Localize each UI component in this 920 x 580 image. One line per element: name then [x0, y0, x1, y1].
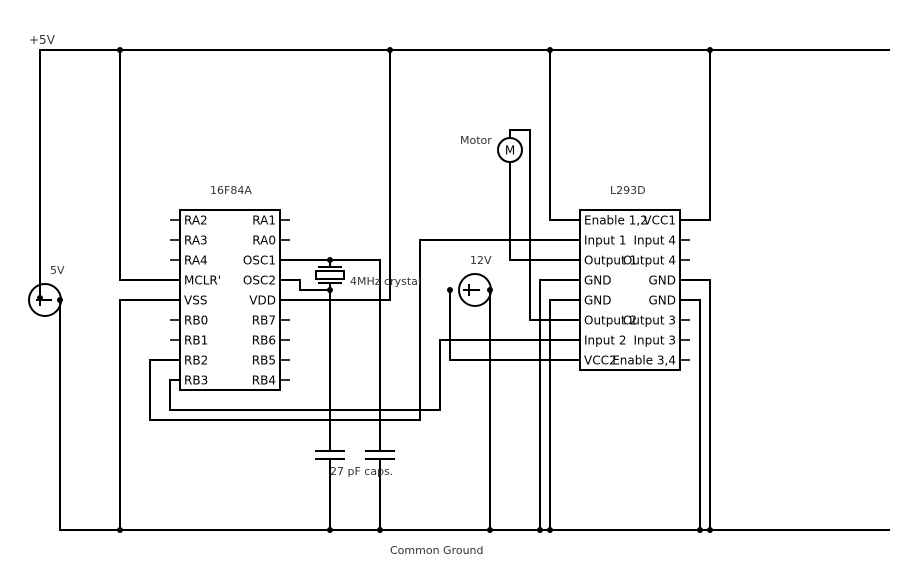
- motor-output2-wire: [509, 129, 580, 321]
- gnd-left-1-wire: [539, 279, 580, 530]
- driver-pin-label: GND: [648, 274, 676, 288]
- driver-pin-label: Output 2: [584, 314, 637, 328]
- power-rail-wire: [39, 49, 890, 298]
- vcc2-12v-wire: [449, 290, 580, 361]
- junction-dot: [547, 527, 553, 533]
- caps-label: 27 pF caps.: [330, 465, 393, 478]
- pic-pin-label: RB5: [252, 354, 276, 368]
- gnd-left-2-wire: [549, 299, 580, 530]
- vcc1-wire: [680, 50, 711, 221]
- rb2-input1-wire: [149, 239, 580, 421]
- pic-pin-label: RB0: [184, 314, 208, 328]
- driver-pin-label: VCC1: [643, 214, 676, 228]
- driver-pin-label: VCC2: [584, 354, 617, 368]
- pic-pin-label: VSS: [184, 294, 207, 308]
- junction-dot: [327, 257, 333, 263]
- l293d-chip-name: L293D: [610, 184, 646, 197]
- junction-dot: [707, 527, 713, 533]
- pic-pin-label: RA0: [252, 234, 276, 248]
- vss-wire: [119, 299, 180, 530]
- capacitors-27pf: [312, 450, 398, 460]
- pic-pin-label: RB4: [252, 374, 276, 388]
- pic-pin-label: OSC1: [243, 254, 276, 268]
- driver-pin-label: Output 1: [584, 254, 637, 268]
- junction-dot: [327, 287, 333, 293]
- junction-dot: [697, 527, 703, 533]
- vdd-wire: [280, 50, 391, 301]
- voltage-source-5v: [28, 283, 63, 317]
- motor-symbol: M: [497, 137, 523, 163]
- pic-pin-label: RA4: [184, 254, 208, 268]
- junction-dot: [117, 527, 123, 533]
- enable12-wire: [549, 50, 580, 221]
- driver-pin-label: GND: [584, 274, 612, 288]
- gnd-right-2-wire: [680, 299, 701, 530]
- pic-chip-name: 16F84A: [210, 184, 252, 197]
- crystal-4mhz: [315, 266, 345, 284]
- motor-symbol-letter: M: [505, 144, 515, 158]
- pic-pin-label: RB7: [252, 314, 276, 328]
- junction-dot: [387, 47, 393, 53]
- gnd-right-1-wire: [680, 279, 711, 530]
- driver-pin-label: Input 4: [633, 234, 676, 248]
- voltage-source-12v: [447, 273, 493, 307]
- junctions: [117, 47, 713, 533]
- source-12v-label: 12V: [470, 254, 492, 267]
- pic-pin-label: OSC2: [243, 274, 276, 288]
- junction-dot: [487, 527, 493, 533]
- pic-pin-label: MCLR': [184, 274, 221, 288]
- driver-pin-label: Output 3: [623, 314, 676, 328]
- motor-label: Motor: [460, 134, 492, 147]
- driver-pin-label: Input 2: [584, 334, 627, 348]
- crystal-label: 4MHz crystal: [350, 275, 421, 288]
- driver-pin-label: GND: [584, 294, 612, 308]
- labels: +5V 5V 12V Motor 4MHz crystal 27 pF caps…: [29, 33, 646, 557]
- pic-pin-label: RB3: [184, 374, 208, 388]
- driver-pin-label: Input 3: [633, 334, 676, 348]
- pic-pin-label: RB2: [184, 354, 208, 368]
- osc1-wire: [280, 259, 381, 530]
- osc2-wire: [280, 279, 330, 291]
- junction-dot: [707, 47, 713, 53]
- pic-pin-label: RA3: [184, 234, 208, 248]
- junction-dot: [327, 527, 333, 533]
- ground-rail-wire: [59, 298, 890, 531]
- ground-label: Common Ground: [390, 544, 484, 557]
- junction-dot: [377, 527, 383, 533]
- pic-pin-label: RB1: [184, 334, 208, 348]
- pic-pin-label: VDD: [249, 294, 276, 308]
- pic-pin-label: RB6: [252, 334, 276, 348]
- driver-pin-label: GND: [648, 294, 676, 308]
- driver-pin-label: Enable 3,4: [612, 354, 676, 368]
- mclr-wire: [119, 50, 180, 281]
- pic-pin-label: RA1: [252, 214, 276, 228]
- junction-dot: [537, 527, 543, 533]
- pic-pin-label: RA2: [184, 214, 208, 228]
- motor-output1-wire: [509, 162, 580, 261]
- junction-dot: [117, 47, 123, 53]
- driver-pin-label: Input 1: [584, 234, 627, 248]
- driver-pin-label: Output 4: [623, 254, 676, 268]
- power-rail-label: +5V: [29, 33, 56, 47]
- source-5v-label: 5V: [50, 264, 65, 277]
- junction-dot: [547, 47, 553, 53]
- driver-pin-label: Enable 1,2: [584, 214, 648, 228]
